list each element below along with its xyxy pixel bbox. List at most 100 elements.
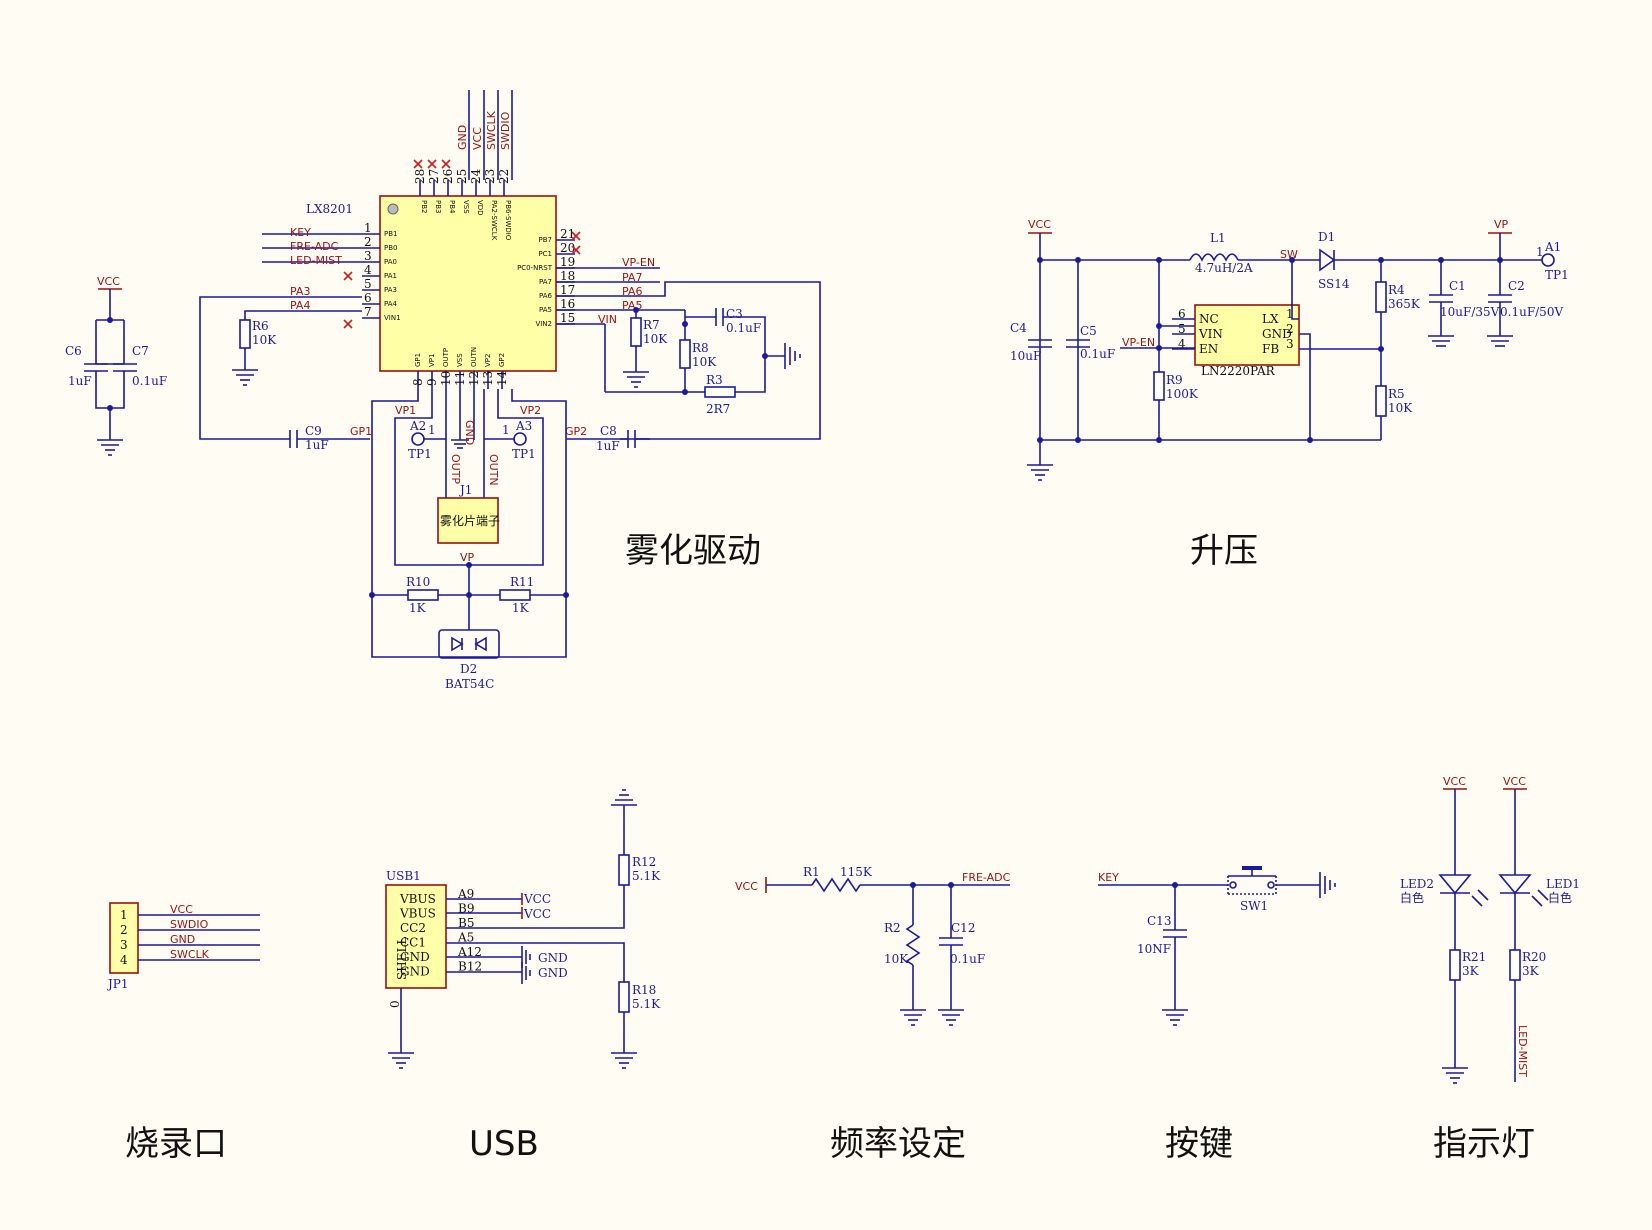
J1-ref: J1 xyxy=(458,483,472,497)
net-sw: SW xyxy=(1280,248,1298,261)
R9-ref: R9 xyxy=(1166,373,1183,387)
resistor-R4 xyxy=(1375,281,1387,313)
ground-icon xyxy=(611,789,637,806)
ground-icon xyxy=(1487,335,1513,347)
net-pa4: PA4 xyxy=(290,299,310,312)
usb-pin-name: VBUS xyxy=(399,907,436,921)
R21-value: 3K xyxy=(1462,964,1480,978)
R18-value: 5.1K xyxy=(632,997,661,1011)
jp1-net-swclk: SWCLK xyxy=(170,948,210,961)
mcu-pin-num: 9 xyxy=(425,378,439,386)
resistor-R1 xyxy=(811,877,861,893)
A3-pin: 1 xyxy=(502,423,510,437)
R6-ref: R6 xyxy=(252,319,269,333)
net-vcc-c6: VCC xyxy=(97,275,120,288)
C8-ref: C8 xyxy=(600,424,617,438)
section-title-boost: 升压 xyxy=(1190,531,1258,571)
C2-ref: C2 xyxy=(1508,279,1525,293)
ground-icon xyxy=(451,439,469,449)
A3-ref: A3 xyxy=(515,419,532,433)
R2-value: 10K xyxy=(884,952,909,966)
resistor-R10 xyxy=(407,589,439,601)
ground-icon xyxy=(1428,335,1454,347)
usb-net-vcc-2: VCC xyxy=(523,907,551,921)
mcu-pin-num: 5 xyxy=(364,277,372,291)
jp1-net-vcc: VCC xyxy=(170,903,193,916)
mcu-pin-num: 14 xyxy=(495,370,509,386)
A2-pin: 1 xyxy=(428,423,436,437)
net-vp-en-boost: VP-EN xyxy=(1122,336,1155,349)
usb-net-gnd-2: GND xyxy=(538,966,568,980)
LED1-ref: LED1 xyxy=(1546,877,1580,891)
net-swdio-top: SWDIO xyxy=(499,111,512,150)
boost-pin-name: LX xyxy=(1262,312,1279,326)
net-vp-boost: VP xyxy=(1494,218,1509,231)
net-gnd-bottom: GND xyxy=(463,420,476,445)
mcu-pin-num: 8 xyxy=(411,378,425,386)
usb-shell: SHELL xyxy=(395,937,409,980)
mcu-pin-num: 21 xyxy=(560,227,575,241)
net-swclk-top: SWCLK xyxy=(485,110,498,150)
net-vcc-boost: VCC xyxy=(1028,218,1051,231)
C12-ref: C12 xyxy=(951,921,975,935)
net-vcc-top: VCC xyxy=(471,127,484,150)
mcu-pin-name: PA5 xyxy=(539,306,552,314)
R20-value: 3K xyxy=(1522,964,1540,978)
mcu-pin-name: PB6-SWDIO xyxy=(504,200,512,241)
A1-pin: 1 xyxy=(1536,245,1544,259)
mcu-pin-num: 4 xyxy=(364,263,372,277)
usb-ref: USB1 xyxy=(386,869,421,883)
frequency-section: VCC R1 115K FRE-ADC R2 10K C12 0.1uF 频率设… xyxy=(735,865,1011,1164)
boost-pin-num: 4 xyxy=(1178,337,1186,351)
R12-value: 5.1K xyxy=(632,869,661,883)
mcu-pin-num: 2 xyxy=(364,235,372,249)
usb-pin-name: GND xyxy=(400,965,430,979)
LED1-value: 白色 xyxy=(1548,890,1572,905)
test-point-A1 xyxy=(1541,253,1555,267)
boost-section: VCC L1 4.7uH/2A SW D1 SS14 VP A1 1 TP1 R… xyxy=(1010,218,1569,571)
net-key: KEY xyxy=(290,226,311,239)
mcu-pin-name: PB7 xyxy=(539,236,552,244)
mcu-top-pins: 28PB227PB326PB425VSS24VDD23PA2-SWCLK22PB… xyxy=(413,168,512,240)
R3-ref: R3 xyxy=(706,373,723,387)
indicator-section: VCC LED2 白色 R21 3K VCC LED1 白色 R20 3K LE… xyxy=(1400,775,1580,1164)
resistor-R18 xyxy=(618,981,630,1013)
resistor-R20 xyxy=(1509,949,1521,981)
resistor-R12 xyxy=(618,854,630,886)
net-fre-adc: FRE-ADC xyxy=(290,240,339,253)
ground-icon xyxy=(623,371,649,388)
jp1-net-gnd: GND xyxy=(170,933,195,946)
C5-value: 0.1uF xyxy=(1080,347,1115,361)
pin1-marker-icon xyxy=(387,203,399,215)
mcu-pin-name: PA0 xyxy=(384,258,397,266)
mcu-pin-name: PB1 xyxy=(384,230,397,238)
R5-value: 10K xyxy=(1388,401,1413,415)
A1-tp: TP1 xyxy=(1545,268,1569,282)
usb-pin-name: CC2 xyxy=(400,921,426,935)
mcu-pin-num: 13 xyxy=(481,371,495,386)
net-vin: VIN xyxy=(598,313,617,326)
mcu-pin-name: PB4 xyxy=(448,200,456,214)
mcu-pin-num: 25 xyxy=(455,169,469,184)
R7-value: 10K xyxy=(643,332,668,346)
C3-ref: C3 xyxy=(726,307,743,321)
switch-SW1 xyxy=(1227,866,1277,895)
led-LED2-icon xyxy=(1438,874,1472,895)
net-pa7: PA7 xyxy=(622,271,642,284)
header-JP1 xyxy=(109,902,139,974)
R21-ref: R21 xyxy=(1462,950,1486,964)
mcu-pin-num: 17 xyxy=(560,283,575,297)
net-pa6: PA6 xyxy=(622,285,642,298)
test-point-A2 xyxy=(411,432,425,446)
net-vp2: VP2 xyxy=(520,404,541,417)
L1-ref: L1 xyxy=(1210,231,1226,245)
ground-icon xyxy=(1162,1009,1188,1026)
mcu-pin-name: PA2-SWCLK xyxy=(490,200,498,241)
C9-ref: C9 xyxy=(305,424,322,438)
C1-ref: C1 xyxy=(1449,279,1466,293)
test-point-A3 xyxy=(513,432,527,446)
usb-pin-num: B9 xyxy=(458,902,474,916)
freq-net-vcc: VCC xyxy=(735,880,758,893)
